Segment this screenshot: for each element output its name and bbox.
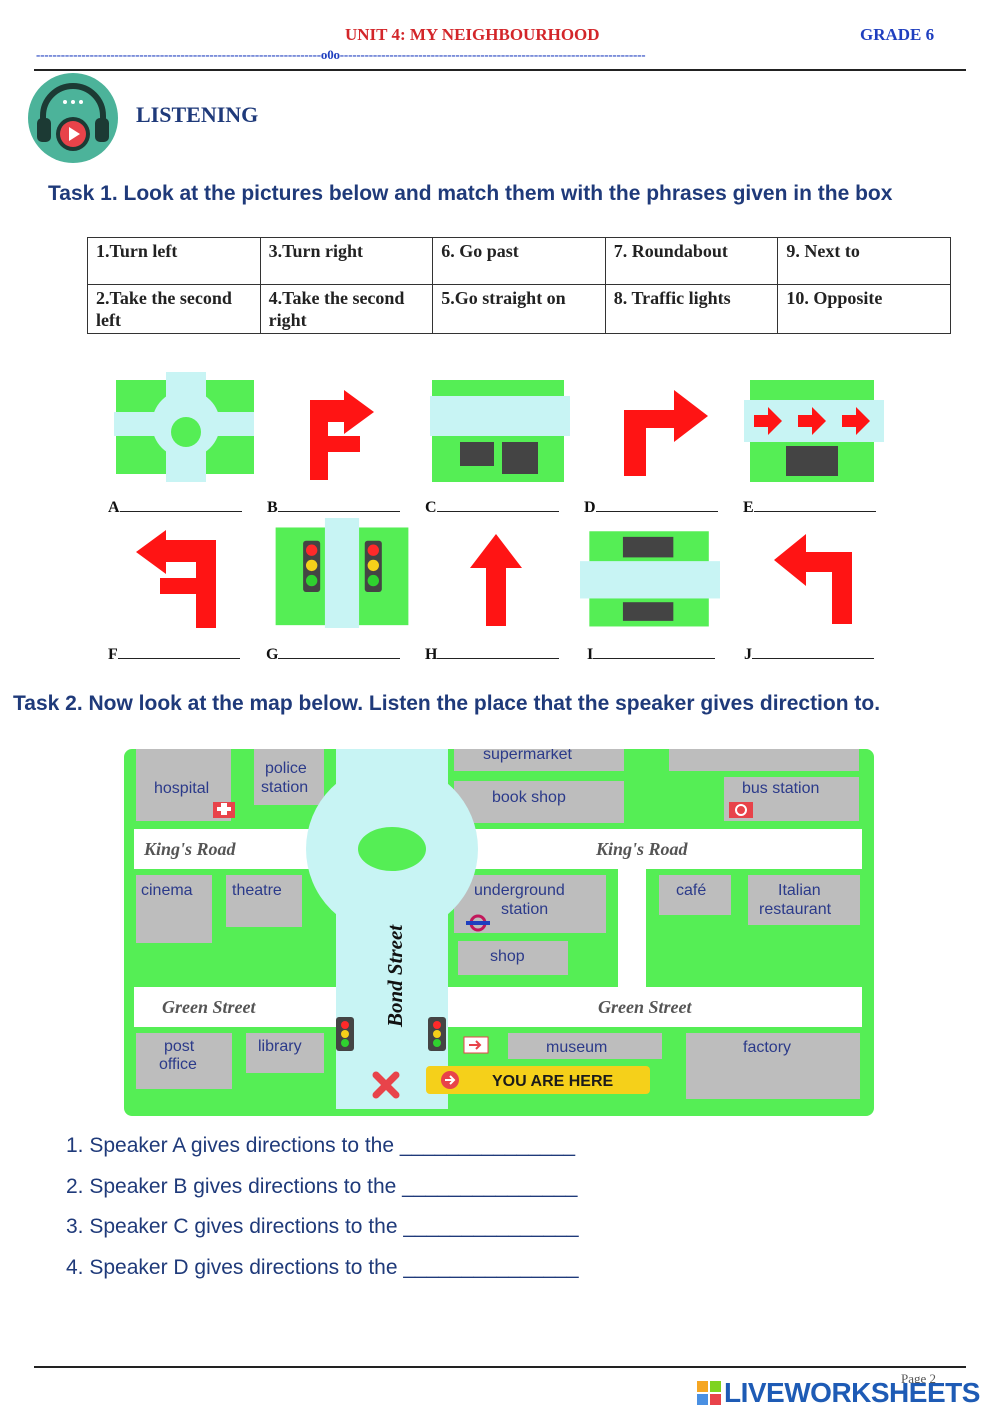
map-label-green-street-west: Green Street xyxy=(162,997,256,1017)
phrase-cell: 5.Go straight on xyxy=(432,284,606,334)
question-list: 1. Speaker A gives directions to the ___… xyxy=(66,1134,579,1296)
map-label-cafe: café xyxy=(676,882,706,899)
map-label-supermarket: supermarket xyxy=(483,749,572,763)
picture-label-j: J xyxy=(744,644,874,664)
map-label-police-station: station xyxy=(261,779,308,796)
picture-label-f: F xyxy=(108,644,240,664)
footer-rule xyxy=(34,1366,966,1368)
map-label-bond-street: Bond Street xyxy=(383,924,407,1028)
go-straight-past-picture xyxy=(744,380,884,482)
go-straight-arrow-picture xyxy=(470,534,522,626)
question-item: 2. Speaker B gives directions to the ___… xyxy=(66,1174,578,1198)
liveworksheets-icon xyxy=(697,1381,721,1405)
picture-label-i: I xyxy=(587,644,716,664)
map-label-hospital: hospital xyxy=(154,780,209,797)
map-label-theatre: theatre xyxy=(232,882,282,899)
picture-label-g: G xyxy=(266,644,401,664)
question-item: 1. Speaker A gives directions to the ___… xyxy=(66,1134,576,1157)
map-label-factory: factory xyxy=(743,1039,791,1056)
liveworksheets-logo: LIVEWORKSHEETS xyxy=(697,1376,980,1410)
header-rule xyxy=(34,69,966,71)
phrase-cell: 1.Turn left xyxy=(87,237,261,285)
answer-line[interactable] xyxy=(278,644,401,659)
map-label-kings-road-west: King's Road xyxy=(143,839,237,859)
map-label-post: post xyxy=(164,1038,195,1055)
answer-line[interactable] xyxy=(119,497,242,512)
phrase-cell: 2.Take the second left xyxy=(87,284,261,334)
picture-label-b: B xyxy=(267,497,400,517)
picture-label-d: D xyxy=(584,497,718,517)
neighbourhood-map: hospital police station supermarket book… xyxy=(124,749,874,1116)
header-divider: ----------------------------------------… xyxy=(36,47,646,62)
map-label-museum: museum xyxy=(546,1039,607,1056)
go-past-picture xyxy=(430,380,570,482)
you-are-here-label: YOU ARE HERE xyxy=(492,1073,614,1090)
map-label-underground: underground xyxy=(474,882,565,899)
picture-label-e: E xyxy=(743,497,876,517)
phrase-cell: 7. Roundabout xyxy=(604,237,779,285)
map-label-shop: shop xyxy=(490,948,525,965)
grade-label: GRADE 6 xyxy=(860,25,935,44)
you-are-here-cross xyxy=(372,1071,400,1099)
map-label-library: library xyxy=(258,1038,302,1055)
headphones-icon xyxy=(28,73,118,163)
answer-line[interactable] xyxy=(753,497,876,512)
turn-left-arrow-picture xyxy=(774,534,852,624)
map-label-office: office xyxy=(159,1056,197,1073)
picture-label-h: H xyxy=(425,644,560,664)
question-item: 4. Speaker D gives directions to the ___… xyxy=(66,1255,579,1279)
phrase-cell: 3.Turn right xyxy=(259,237,434,285)
second-right-arrow-picture xyxy=(310,390,374,480)
answer-line[interactable] xyxy=(752,644,874,659)
unit-title: UNIT 4: MY NEIGHBOURHOOD xyxy=(345,25,600,44)
phrase-cell: 10. Opposite xyxy=(777,284,951,334)
page-number: Page 2 xyxy=(901,1371,937,1386)
traffic-lights-picture xyxy=(275,518,409,628)
answer-line[interactable] xyxy=(436,497,559,512)
map-label-green-street-east: Green Street xyxy=(598,997,692,1017)
answer-line[interactable] xyxy=(437,644,560,659)
task2-title: Task 2. Now look at the map below. Liste… xyxy=(13,692,881,715)
map-label-underground-station: station xyxy=(501,901,548,918)
answer-line[interactable] xyxy=(593,644,716,659)
phrase-cell: 6. Go past xyxy=(432,237,606,285)
map-label-restaurant: restaurant xyxy=(759,901,832,918)
phrases-table: 1.Turn left 3.Turn right 6. Go past 7. R… xyxy=(87,237,951,334)
second-left-arrow-picture xyxy=(136,530,216,628)
picture-label-a: A xyxy=(108,497,242,517)
map-label-italian: Italian xyxy=(778,882,821,899)
map-label-cinema: cinema xyxy=(141,882,193,899)
map-label-kings-road-east: King's Road xyxy=(595,839,689,859)
answer-line[interactable] xyxy=(277,497,400,512)
map-label-book-shop: book shop xyxy=(492,789,566,806)
task1-title: Task 1. Look at the pictures below and m… xyxy=(48,182,893,205)
answer-line[interactable] xyxy=(595,497,718,512)
liveworksheets-brand: LIVEWORKSHEETS xyxy=(724,1377,980,1408)
picture-label-c: C xyxy=(425,497,559,517)
phrase-cell: 8. Traffic lights xyxy=(604,284,779,334)
map-label-police: police xyxy=(265,760,307,777)
phrase-cell: 4.Take the second right xyxy=(259,284,434,334)
question-item: 3. Speaker C gives directions to the ___… xyxy=(66,1215,579,1238)
answer-line[interactable] xyxy=(117,644,240,659)
section-title: LISTENING xyxy=(136,102,259,127)
map-label-bus-station: bus station xyxy=(742,780,819,797)
phrase-cell: 9. Next to xyxy=(777,237,951,285)
opposite-picture xyxy=(580,531,720,627)
turn-right-arrow-picture xyxy=(624,390,708,476)
roundabout-picture xyxy=(114,372,254,482)
